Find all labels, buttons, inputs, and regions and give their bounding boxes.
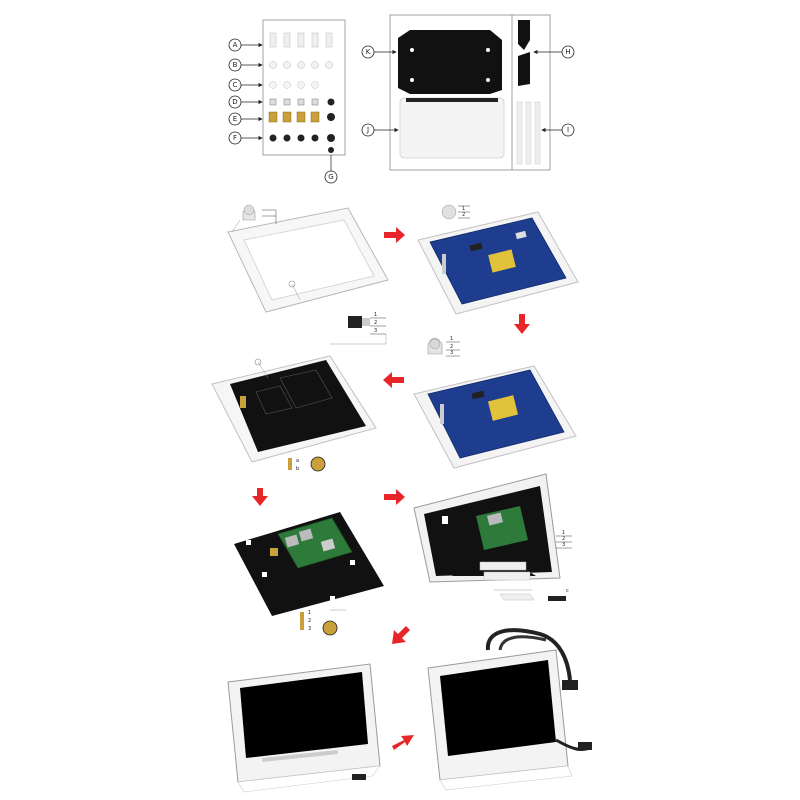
label-k-text: K bbox=[366, 48, 371, 56]
red-arrow-icon bbox=[384, 227, 405, 243]
callout-step6-3: 3 bbox=[562, 542, 565, 548]
label-i-text: I bbox=[567, 126, 569, 134]
callout-step3-3: 3 bbox=[450, 350, 453, 356]
label-b-text: B bbox=[233, 61, 238, 69]
step-4-black-plate: 1 2 3 a b bbox=[211, 312, 387, 472]
callout-step5-3: 3 bbox=[308, 626, 311, 632]
label-h-text: H bbox=[565, 48, 570, 56]
label-f: F bbox=[228, 131, 263, 145]
callout-step5-2: 2 bbox=[308, 618, 311, 624]
callout-step2-1: 1 bbox=[462, 206, 465, 212]
label-j-text: J bbox=[366, 126, 369, 134]
parts-labels-left: A B C D E F G bbox=[228, 38, 338, 184]
callout-step4-3: 3 bbox=[374, 328, 377, 334]
label-d: D bbox=[228, 95, 263, 109]
plates-labels: K J H I bbox=[361, 45, 575, 137]
nylon-nuts-row-b bbox=[269, 61, 333, 69]
callout-step5-1: 1 bbox=[308, 610, 311, 616]
label-a-text: A bbox=[233, 41, 238, 49]
label-i: I bbox=[541, 123, 575, 137]
label-f-text: F bbox=[233, 134, 237, 142]
callout-step3-2: 2 bbox=[450, 344, 453, 350]
label-a: A bbox=[228, 38, 263, 52]
label-e-text: E bbox=[233, 115, 237, 123]
callout-step4-b: b bbox=[296, 466, 299, 472]
nylon-screws-row-c bbox=[269, 81, 319, 89]
label-g-text: G bbox=[328, 173, 333, 181]
label-j: J bbox=[361, 123, 399, 137]
red-arrow-icon bbox=[514, 314, 530, 334]
callout-step4-a: a bbox=[296, 458, 299, 464]
red-arrow-icon bbox=[392, 626, 410, 644]
label-k: K bbox=[361, 45, 397, 59]
callout-step4-2: 2 bbox=[374, 320, 377, 326]
callout-step6-1: 1 bbox=[562, 530, 565, 536]
step-7-finished-front bbox=[227, 663, 381, 793]
label-g: G bbox=[324, 155, 338, 184]
callout-step3-1: 1 bbox=[450, 336, 453, 342]
callout-step6-2: 2 bbox=[562, 536, 565, 542]
rubber-feet-column-g bbox=[328, 147, 334, 153]
step-1-white-frame bbox=[227, 204, 389, 313]
step-5-pi-mount: 1 2 3 bbox=[234, 512, 384, 636]
standoffs-row-a bbox=[269, 32, 333, 48]
label-c-text: C bbox=[233, 81, 238, 89]
label-h: H bbox=[533, 45, 575, 59]
step-2-lcd-on-frame: 1 2 bbox=[417, 204, 579, 315]
callout-step4-1: 1 bbox=[374, 312, 377, 318]
step-6-stand-assembly: 1 2 3 c bbox=[413, 473, 572, 601]
red-arrow-icon bbox=[252, 488, 268, 506]
step-8-finished-cables bbox=[427, 628, 592, 791]
acrylic-plates-panel bbox=[389, 14, 551, 171]
callout-step6-c: c bbox=[566, 588, 569, 594]
parts-list-panel bbox=[262, 19, 346, 156]
label-c: C bbox=[228, 78, 263, 92]
label-b: B bbox=[228, 58, 263, 72]
nuts-row-f bbox=[269, 134, 335, 142]
red-arrow-icon bbox=[384, 489, 405, 505]
red-arrow-icon bbox=[392, 735, 414, 750]
screws-row-d bbox=[269, 98, 335, 106]
step-3-lcd-standoffs: 1 2 3 bbox=[413, 336, 577, 469]
label-d-text: D bbox=[232, 98, 237, 106]
red-arrow-icon bbox=[383, 372, 404, 388]
label-e: E bbox=[228, 112, 263, 126]
brass-standoffs-row-e bbox=[268, 111, 335, 123]
callout-step2-2: 2 bbox=[462, 212, 465, 218]
